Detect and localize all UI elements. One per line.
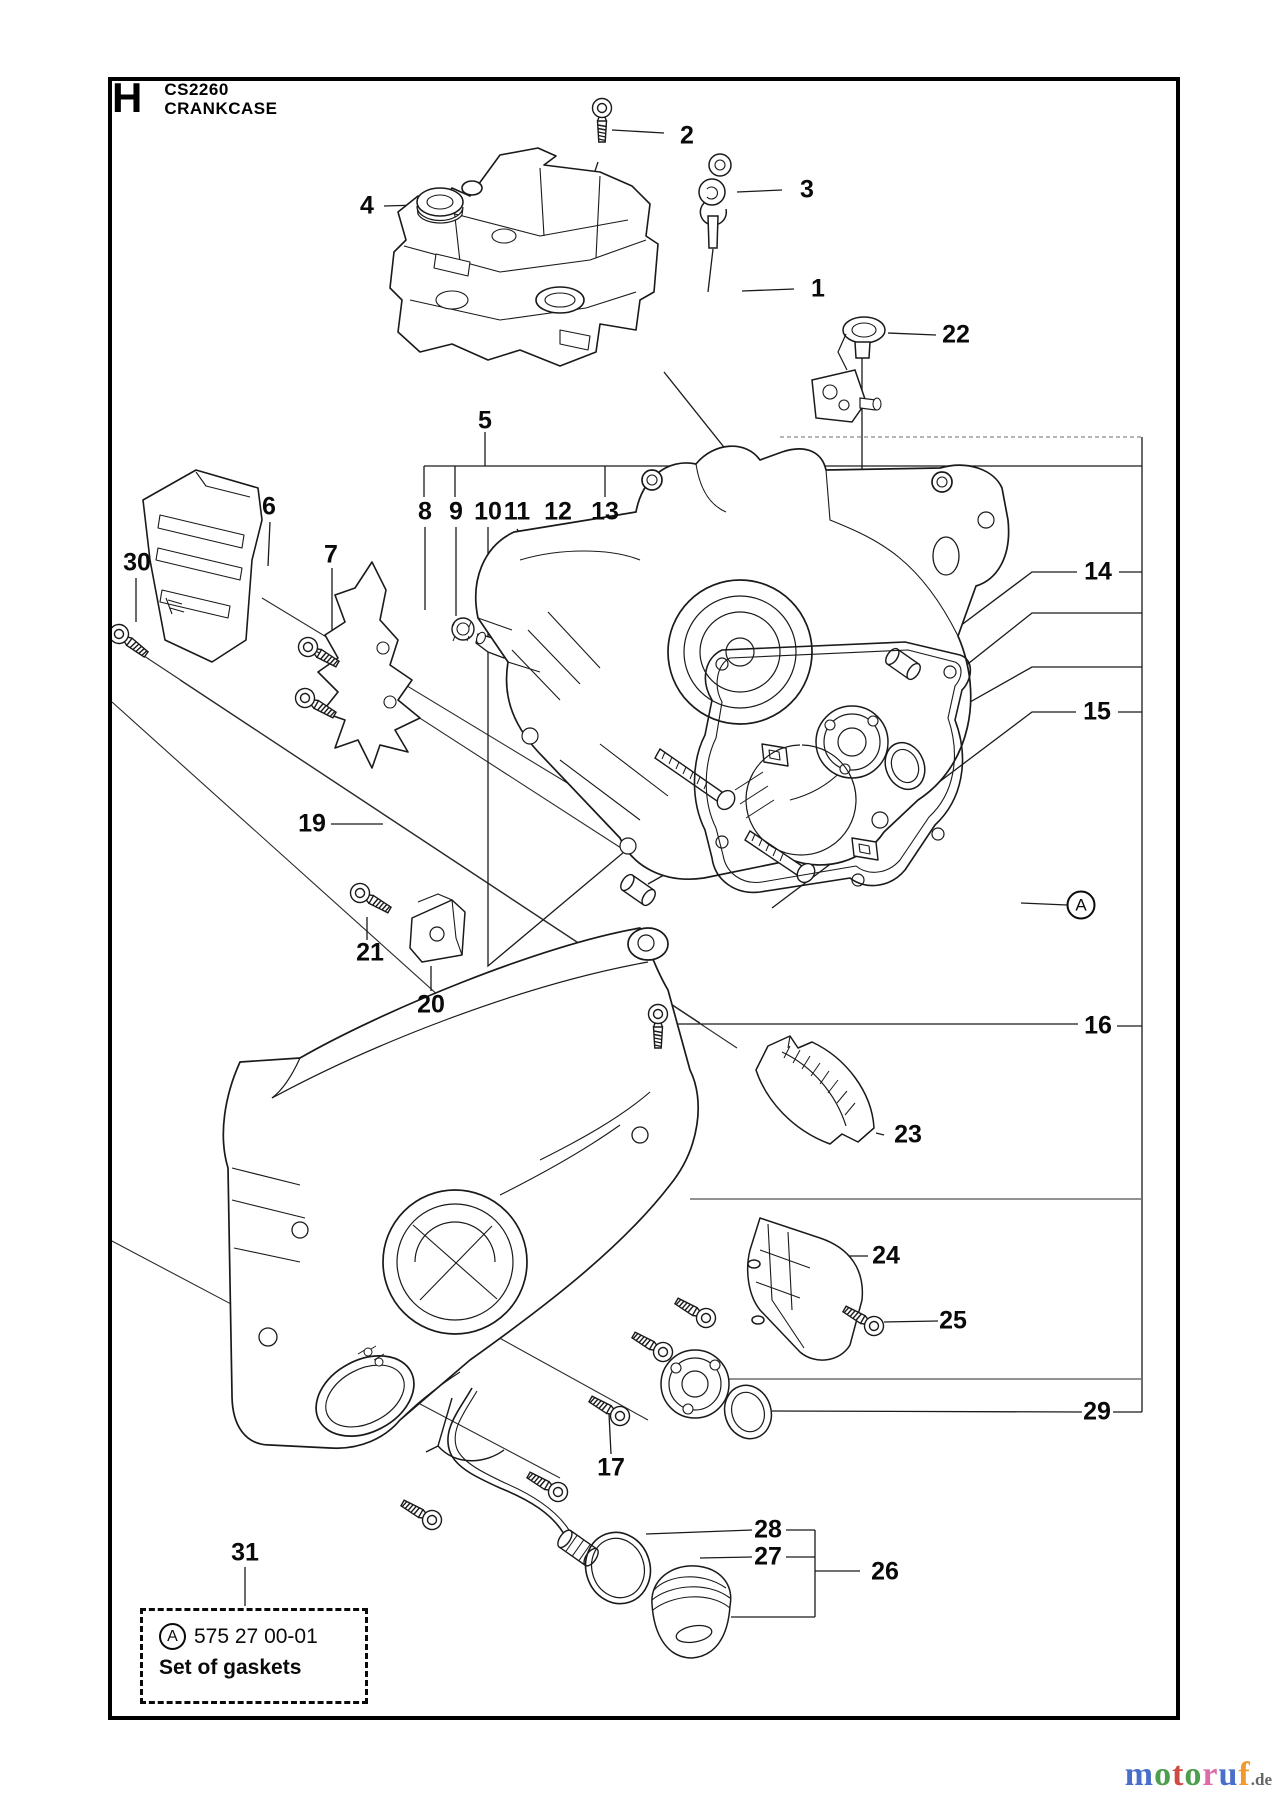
callout-2: 2 — [680, 121, 694, 150]
secondary-leader-lines — [690, 436, 1142, 1380]
side-plate-part6 — [142, 469, 263, 663]
callout-21: 21 — [356, 938, 384, 967]
callout-26: 26 — [871, 1557, 899, 1586]
brake-band-part23 — [755, 1035, 875, 1145]
watermark-letter: m — [1124, 1756, 1155, 1793]
gasket-set-ref-letter: A — [159, 1623, 186, 1650]
watermark-letter: o — [1184, 1756, 1203, 1793]
oil-seal-clutch — [884, 741, 926, 791]
watermark-letter: u — [1218, 1756, 1239, 1793]
callout-30: 30 — [123, 548, 151, 577]
bar-nut-left — [761, 743, 789, 767]
callout-8: 8 — [418, 497, 432, 526]
callout-20: 20 — [417, 990, 445, 1019]
callout-12: 12 — [544, 497, 572, 526]
callout-4: 4 — [360, 191, 374, 220]
clip-part3 — [698, 153, 732, 249]
watermark-letter: r — [1202, 1756, 1219, 1793]
crankcase-half-clutch-side — [474, 445, 1010, 880]
callout-10: 10 — [474, 497, 502, 526]
callout-31: 31 — [231, 1538, 259, 1567]
callout-15: 15 — [1083, 697, 1111, 726]
gasket-set-part-number: 575 27 00-01 — [194, 1624, 318, 1648]
callout-29: 29 — [1083, 1397, 1111, 1426]
callout-6: 6 — [262, 492, 276, 521]
o-ring-part28 — [584, 1531, 652, 1605]
callout-14: 14 — [1084, 557, 1112, 586]
diagram-header: H CS2260 CRANKCASE — [112, 74, 278, 121]
section-letter: H — [112, 74, 143, 121]
crankcase-bolt-upper — [654, 747, 736, 811]
callout-19: 19 — [298, 809, 326, 838]
page-title: CRANKCASE — [164, 99, 278, 118]
callout-27: 27 — [754, 1542, 782, 1571]
callout-5: 5 — [478, 406, 492, 435]
watermark-letter: t — [1172, 1756, 1185, 1793]
callout-1: 1 — [811, 274, 825, 303]
callout-11: 11 — [503, 497, 531, 526]
callout-7: 7 — [324, 540, 338, 569]
callout-25: 25 — [939, 1306, 967, 1335]
motoruf-watermark-logo: motoruf.de — [1125, 1756, 1272, 1794]
callout-16: 16 — [1084, 1011, 1112, 1040]
grommet-part4 — [416, 187, 464, 224]
callout-17: 17 — [597, 1453, 625, 1482]
cover-part24 — [746, 1217, 864, 1361]
crankshaft-bearing-flywheel — [660, 1349, 730, 1419]
callout-22: 22 — [942, 320, 970, 349]
callout-13: 13 — [591, 497, 619, 526]
watermark-letter: f — [1238, 1756, 1251, 1793]
bracket-part20 — [409, 893, 466, 963]
bushing-part14-upper — [885, 647, 921, 681]
callout-24: 24 — [872, 1241, 900, 1270]
oil-pump-part22 — [811, 316, 886, 423]
gasket-reference-marker: A — [1066, 890, 1096, 920]
bushing-part14-lower — [620, 873, 656, 907]
crankshaft-bearing-clutch — [815, 705, 889, 779]
callout-23: 23 — [894, 1120, 922, 1149]
nut-part8 — [451, 617, 475, 642]
diagram-frame — [108, 77, 1180, 1720]
callout-28: 28 — [754, 1515, 782, 1544]
oil-pickup-hose — [425, 1387, 599, 1567]
watermark-suffix: .de — [1250, 1770, 1272, 1789]
gasket-set-label: Set of gaskets — [159, 1656, 302, 1679]
chain-guide-plate-part19 — [317, 561, 421, 769]
model-code: CS2260 — [164, 80, 229, 99]
oil-seal-flywheel-part29 — [723, 1384, 773, 1440]
callout-9: 9 — [449, 497, 463, 526]
bar-nut-right — [851, 837, 879, 861]
crankcase-half-flywheel-side — [222, 927, 699, 1450]
callout-3: 3 — [800, 175, 814, 204]
oil-cap-part27 — [651, 1565, 732, 1659]
watermark-letter: o — [1154, 1756, 1173, 1793]
gasket-set-note-box: A 575 27 00-01 Set of gaskets — [140, 1608, 368, 1704]
crankcase-gasket-part15 — [693, 641, 972, 894]
crankcase-bolt-lower — [744, 829, 816, 884]
